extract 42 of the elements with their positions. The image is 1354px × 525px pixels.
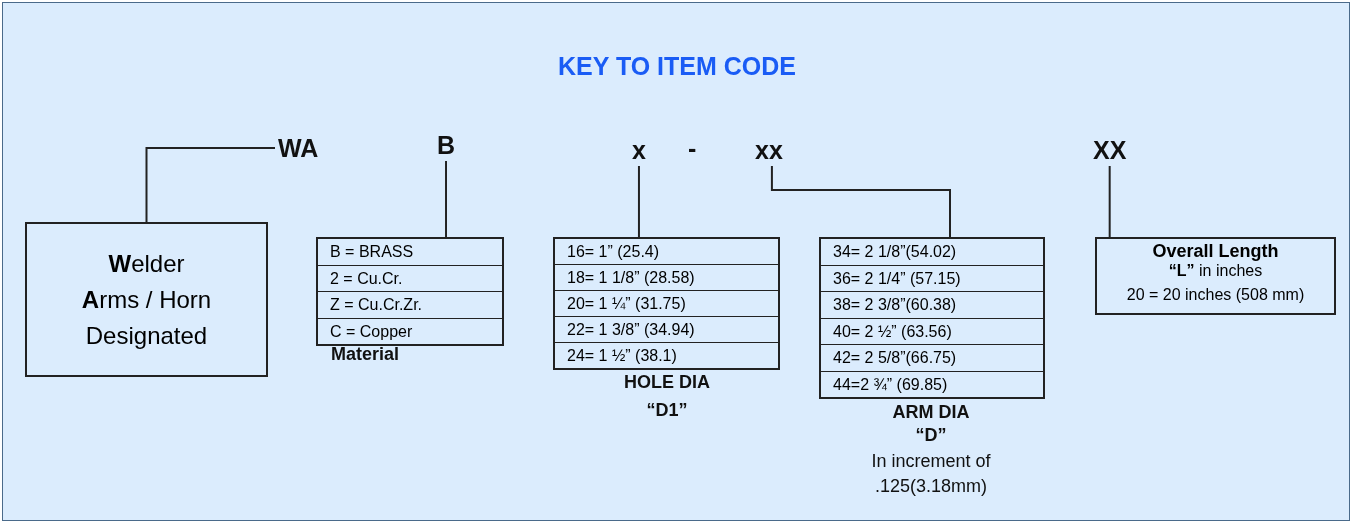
node-label: Material — [331, 344, 400, 365]
code-letters: B — [437, 131, 456, 159]
node-label: ARM DIA — [891, 401, 971, 424]
node-label: “D” — [914, 424, 948, 447]
node-label: “D1” — [645, 399, 689, 422]
table-cell: 40= 2 ½” (63.56) — [821, 318, 1043, 345]
table-cell: 2 = Cu.Cr. — [318, 265, 502, 292]
leader-line — [145, 147, 276, 223]
table-cell: 36= 2 1/4” (57.15) — [821, 265, 1043, 292]
node-label: In increment of .125(3.18mm) — [870, 450, 992, 498]
table-cell: 42= 2 5/8”(66.75) — [821, 345, 1043, 372]
info-box — [1095, 237, 1336, 315]
box-text: “L” in inches — [1168, 262, 1263, 280]
table-cell: 44=2 ¾” (69.85) — [821, 371, 1043, 398]
node-label: HOLE DIA — [623, 371, 711, 394]
table-cell: 16= 1” (25.4) — [555, 239, 778, 265]
leader-line — [1108, 165, 1111, 238]
dash-separator: - — [688, 134, 697, 162]
box-text: Welder Arms / Horn Designated — [80, 248, 213, 351]
title: KEY TO ITEM CODE — [557, 52, 797, 81]
code-letters: x — [632, 136, 646, 164]
code-table — [553, 237, 780, 370]
table-cell: B = BRASS — [318, 239, 502, 266]
box-text: 20 = 20 inches (508 mm) — [1126, 286, 1305, 304]
table-cell: 20= 1 ¼” (31.75) — [555, 291, 778, 317]
code-table — [819, 237, 1045, 399]
designation-box — [25, 222, 268, 377]
code-letters: XX — [1093, 136, 1127, 164]
leader-line — [637, 165, 640, 238]
box-text: Overall Length — [1152, 241, 1279, 262]
table-cell: 24= 1 ½” (38.1) — [555, 343, 778, 369]
table-cell: 18= 1 1/8” (28.58) — [555, 265, 778, 291]
code-table — [316, 237, 504, 346]
code-letters: WA — [278, 134, 319, 162]
table-cell: 34= 2 1/8”(54.02) — [821, 239, 1043, 266]
leader-line — [770, 165, 951, 238]
table-cell: 22= 1 3/8” (34.94) — [555, 317, 778, 343]
table-cell: C = Copper — [318, 318, 502, 345]
leader-line — [445, 160, 448, 238]
table-cell: 38= 2 3/8”(60.38) — [821, 292, 1043, 319]
code-letters: xx — [755, 136, 783, 164]
table-cell: Z = Cu.Cr.Zr. — [318, 292, 502, 319]
